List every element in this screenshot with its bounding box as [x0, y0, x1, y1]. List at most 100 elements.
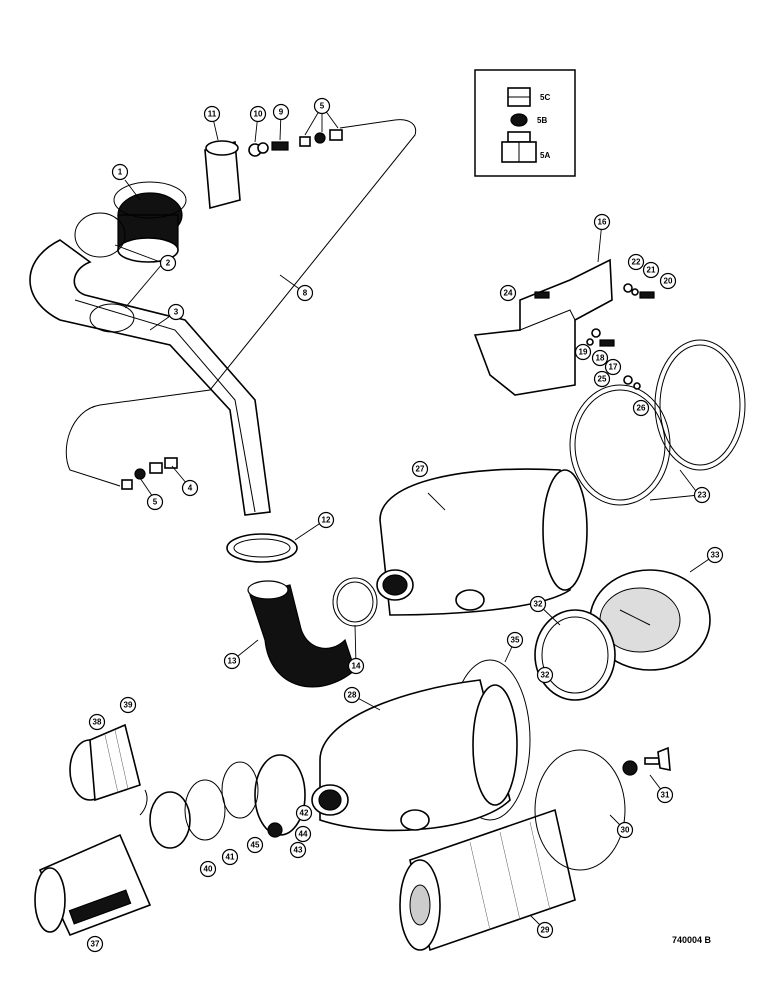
callout-26: 26	[632, 399, 650, 417]
svg-text:25: 25	[598, 375, 607, 384]
svg-text:23: 23	[698, 491, 707, 500]
drawing-code: 740004 B	[672, 935, 712, 945]
svg-text:17: 17	[609, 363, 618, 372]
callout-10: 10	[249, 105, 267, 123]
hose-clamp-14	[332, 577, 378, 627]
callout-43: 43	[289, 841, 307, 859]
svg-text:5: 5	[153, 498, 158, 507]
svg-text:24: 24	[504, 289, 513, 298]
svg-text:1: 1	[118, 168, 123, 177]
svg-text:37: 37	[91, 940, 100, 949]
callout-44: 44	[294, 825, 312, 843]
fitting-inset: 5C 5B 5A	[474, 69, 576, 177]
callout-3: 3	[167, 303, 185, 321]
filter-element-29	[399, 808, 576, 952]
fitting-body-5a	[501, 131, 537, 163]
svg-text:18: 18	[596, 354, 605, 363]
baffle-32	[534, 609, 616, 701]
restriction-tube-8	[65, 119, 417, 487]
outer-filter-33	[589, 569, 711, 671]
svg-text:12: 12	[322, 516, 331, 525]
callout-39: 39	[119, 696, 137, 714]
svg-text:44: 44	[299, 830, 308, 839]
hose-clamp-12	[226, 533, 298, 563]
callout-35: 35	[506, 631, 524, 649]
callout-45: 45	[246, 836, 264, 854]
svg-text:14: 14	[352, 662, 361, 671]
hardware-17-26	[534, 283, 655, 390]
callout-1: 1	[111, 163, 129, 181]
arrow-38	[139, 789, 148, 816]
svg-text:4: 4	[188, 484, 193, 493]
callout-23: 23	[693, 486, 711, 504]
svg-text:11: 11	[208, 110, 217, 119]
inset-label-5c: 5C	[540, 93, 550, 102]
callout-29: 29	[536, 921, 554, 939]
svg-text:2: 2	[166, 259, 171, 268]
svg-text:8: 8	[303, 289, 308, 298]
mounting-band-23a	[654, 339, 746, 471]
callout-12: 12	[317, 511, 335, 529]
mounting-bracket-16	[473, 258, 613, 396]
inset-label-5a: 5A	[540, 151, 550, 160]
fitting-nut-5c	[507, 87, 531, 107]
fittings-9-10	[248, 141, 289, 157]
callout-5-upper: 5	[313, 97, 331, 115]
callout-22: 22	[627, 253, 645, 271]
svg-text:9: 9	[279, 108, 284, 117]
svg-text:28: 28	[348, 691, 357, 700]
svg-text:35: 35	[511, 636, 520, 645]
callout-2: 2	[159, 254, 177, 272]
callout-14: 14	[347, 657, 365, 675]
callout-17: 17	[604, 358, 622, 376]
callout-16: 16	[593, 213, 611, 231]
callout-38: 38	[88, 713, 106, 731]
svg-text:22: 22	[632, 258, 641, 267]
svg-text:41: 41	[226, 853, 235, 862]
svg-text:19: 19	[579, 348, 588, 357]
svg-text:29: 29	[541, 926, 550, 935]
callout-28: 28	[343, 686, 361, 704]
callout-32-top: 32	[529, 595, 547, 613]
svg-text:33: 33	[711, 551, 720, 560]
svg-text:5: 5	[320, 102, 325, 111]
svg-text:27: 27	[416, 465, 425, 474]
svg-text:45: 45	[251, 841, 260, 850]
svg-text:13: 13	[228, 657, 237, 666]
svg-text:3: 3	[174, 308, 179, 317]
svg-text:42: 42	[300, 809, 309, 818]
band-30	[534, 749, 626, 871]
svg-text:32: 32	[541, 671, 550, 680]
callout-42: 42	[295, 804, 313, 822]
ring-42-45	[221, 754, 306, 838]
fittings-5-lower	[121, 462, 163, 490]
fitting-sleeve-5b	[510, 113, 528, 127]
svg-text:16: 16	[598, 218, 607, 227]
callout-20: 20	[659, 272, 677, 290]
svg-text:20: 20	[664, 277, 673, 286]
svg-text:43: 43	[294, 846, 303, 855]
callout-13: 13	[223, 652, 241, 670]
svg-text:31: 31	[661, 791, 670, 800]
svg-text:30: 30	[621, 826, 630, 835]
air-cleaner-body-28	[311, 679, 518, 832]
callout-21: 21	[642, 261, 660, 279]
screen-38	[69, 723, 141, 802]
callout-19: 19	[574, 343, 592, 361]
callout-8: 8	[296, 284, 314, 302]
intake-pipe	[29, 239, 271, 516]
svg-text:40: 40	[204, 865, 213, 874]
callout-31: 31	[656, 786, 674, 804]
callout-41: 41	[221, 848, 239, 866]
callout-25: 25	[593, 370, 611, 388]
inset-label-5b: 5B	[537, 116, 547, 125]
callout-11: 11	[203, 105, 221, 123]
air-cleaner-body-27	[376, 468, 588, 616]
elbow-hose-13	[247, 580, 356, 688]
callout-40: 40	[199, 860, 217, 878]
cap-40-41	[149, 779, 226, 849]
callout-30: 30	[616, 821, 634, 839]
precleaner-37	[34, 833, 152, 937]
svg-text:10: 10	[254, 110, 263, 119]
callout-9: 9	[272, 103, 290, 121]
